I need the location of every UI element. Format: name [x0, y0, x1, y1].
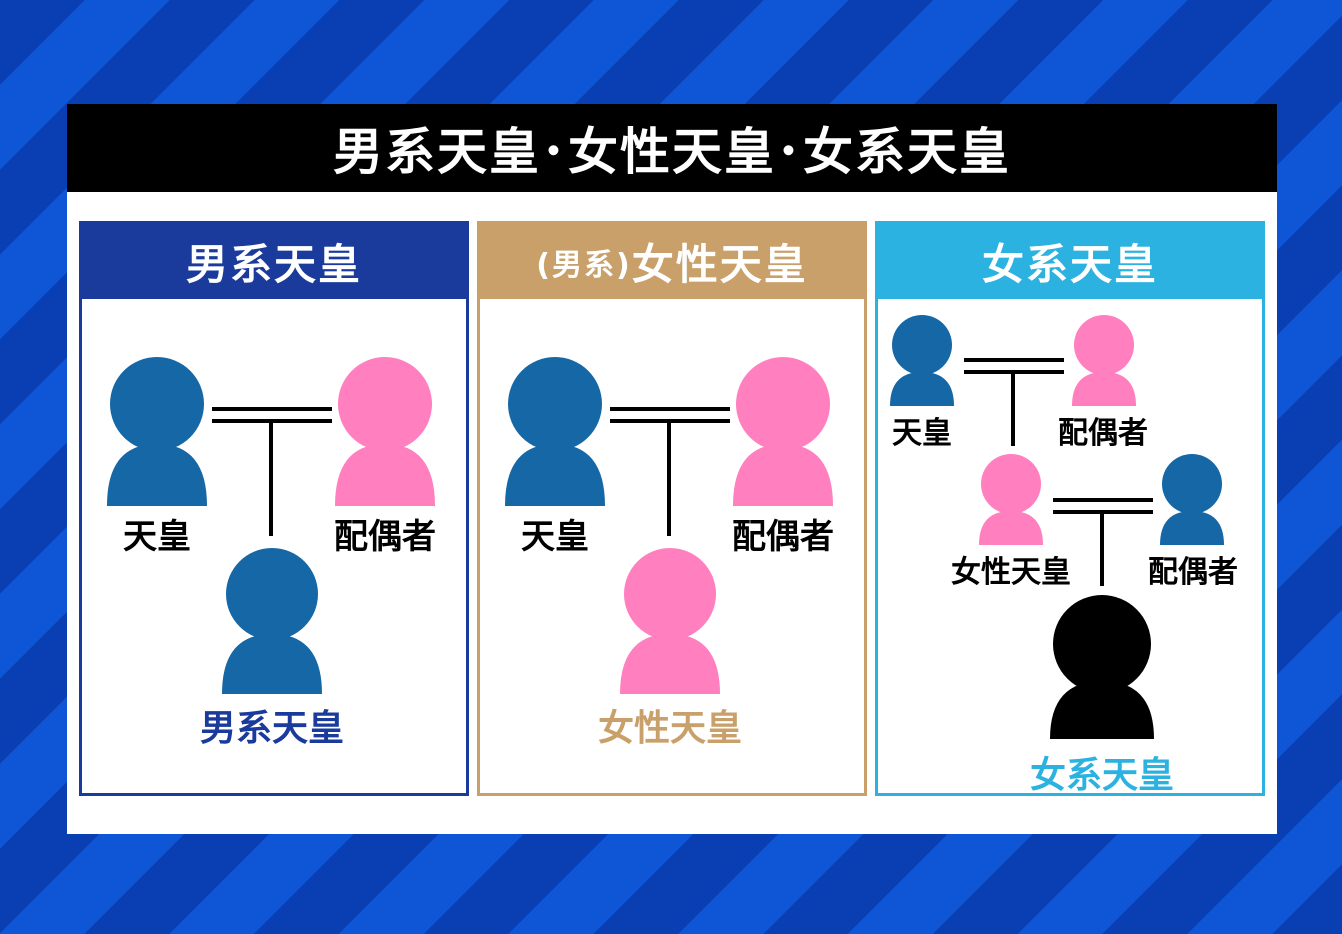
emperor-label: 天皇 — [892, 416, 952, 451]
family-diagram — [505, 357, 833, 694]
marriage-line-icon — [1053, 498, 1153, 586]
child-label: 女系天皇 — [1029, 755, 1174, 796]
person-child-icon — [620, 548, 720, 694]
panel-header-label: 男系天皇 — [185, 240, 362, 289]
spouse-label: 配偶者 — [1058, 416, 1148, 451]
person-child-icon — [1050, 595, 1154, 739]
marriage-line-icon — [610, 407, 730, 536]
panel-female-emperor: (男系)女性天皇 天皇 配偶者 女性天皇 — [477, 221, 867, 796]
child-label: 男系天皇 — [199, 708, 344, 749]
child-label: 女性天皇 — [597, 708, 742, 749]
person-emperor-icon — [505, 357, 605, 506]
marriage-line-icon — [964, 358, 1064, 446]
person-spouse-icon — [1160, 454, 1224, 545]
person-child-icon — [222, 548, 322, 694]
spouse-label: 配偶者 — [334, 517, 436, 557]
panel-header-label: 女系天皇 — [981, 240, 1158, 289]
page-title: 男系天皇･女性天皇･女系天皇 — [67, 104, 1277, 192]
panel-header-paren: (男系) — [536, 247, 632, 283]
family-diagram — [890, 315, 1224, 739]
panel-header: 女系天皇 — [878, 224, 1262, 299]
spouse-label: 配偶者 — [1148, 555, 1238, 590]
emperor-label: 天皇 — [521, 517, 589, 557]
person-spouse-icon — [335, 357, 435, 506]
panel-header-label: 女性天皇 — [631, 240, 808, 289]
diagram-board: 男系天皇･女性天皇･女系天皇 男系天皇 天皇 配偶者 男系天皇 (男系)女性天皇… — [67, 104, 1277, 834]
spouse-label: 配偶者 — [732, 517, 834, 557]
emperor-label: 天皇 — [123, 517, 191, 557]
person-female-emperor-icon — [979, 454, 1043, 545]
panel-male-line: 男系天皇 天皇 配偶者 男系天皇 — [79, 221, 469, 796]
panel-header: (男系)女性天皇 — [480, 224, 864, 299]
person-spouse-icon — [1072, 315, 1136, 406]
family-diagram — [107, 357, 435, 694]
person-spouse-icon — [733, 357, 833, 506]
marriage-line-icon — [212, 407, 332, 536]
panel-female-line: 女系天皇 天皇 配偶者 女性天皇 配偶者 女系天皇 — [875, 221, 1265, 796]
person-emperor-icon — [107, 357, 207, 506]
person-emperor-icon — [890, 315, 954, 406]
panel-header: 男系天皇 — [82, 224, 466, 299]
female-emperor-label: 女性天皇 — [951, 555, 1071, 590]
